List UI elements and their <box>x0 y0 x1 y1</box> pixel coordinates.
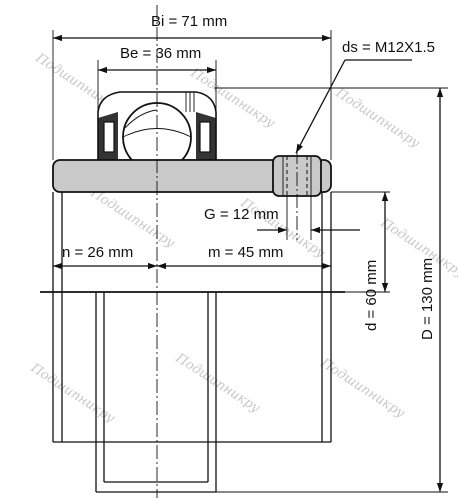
dimension-bi: Bi = 71 mm <box>53 13 331 42</box>
watermark-layer: Подшипникру Подшипникру Подшипникру Подш… <box>27 50 458 426</box>
dimension-n: n = 26 mm <box>53 244 157 270</box>
dimension-n-label: n = 26 mm <box>62 244 133 261</box>
dimension-d: d = 60 mm <box>363 192 389 331</box>
housing-body <box>40 192 345 493</box>
dimension-m: m = 45 mm <box>157 244 331 270</box>
dimension-ds-label: ds = M12X1.5 <box>342 39 435 56</box>
watermark-3: Подшипникру <box>332 85 423 151</box>
housing-band <box>52 159 332 193</box>
dimension-D-label: D = 130 mm <box>419 258 436 340</box>
dimension-ds: ds = M12X1.5 <box>295 39 435 154</box>
dimension-be: Be = 36 mm <box>98 45 216 74</box>
dimension-g: G = 12 mm <box>204 196 360 240</box>
dimension-g-label: G = 12 mm <box>204 206 279 223</box>
watermark-6: Подшипникру <box>377 215 458 281</box>
extension-lines <box>52 30 448 493</box>
dimension-be-label: Be = 36 mm <box>120 45 201 62</box>
dimension-bi-label: Bi = 71 mm <box>151 13 227 30</box>
dimension-d-label: d = 60 mm <box>363 260 380 331</box>
dimension-D: D = 130 mm <box>419 88 444 492</box>
watermark-8: Подшипникру <box>172 350 263 416</box>
watermark-4: Подшипникру <box>87 185 178 251</box>
dimension-m-label: m = 45 mm <box>208 244 283 261</box>
